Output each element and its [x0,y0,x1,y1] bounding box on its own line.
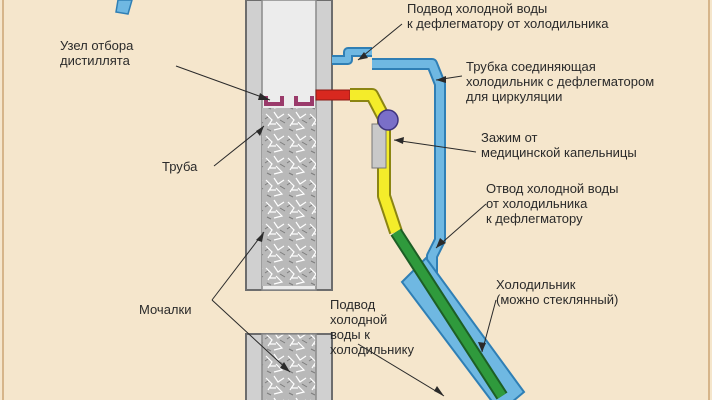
packing-upper [262,108,316,286]
label-pipe: Труба [162,159,198,174]
label-dropper-clamp: Зажим от медицинской капельницы [481,130,637,160]
left-frame-line [2,0,4,400]
clamp-wheel [377,109,399,131]
leader-lines [175,23,497,397]
clamp-body [371,123,387,169]
label-condenser: Холодильник (можно стеклянный) [496,277,619,307]
leader-arrowheads [256,52,486,396]
top-tube-fragment [115,0,133,15]
label-cold-water-to-dephlegmator: Подвод холодной воды к дефлегматору от х… [407,1,609,31]
column-pipe [245,0,333,291]
label-cold-water-inlet: Подвод холодной воды к холодильнику [330,297,414,357]
label-connecting-tube: Трубка соединяющая холодильник с дефлегм… [466,59,655,104]
packing-lower [261,333,317,400]
red-outlet-tube [315,89,351,101]
column-pipe-lower [245,333,333,400]
label-cold-water-outlet: Отвод холодной воды от холодильника к де… [486,181,619,226]
right-frame-line [708,0,710,400]
label-distillate-take-off: Узел отбора дистиллята [60,38,134,68]
label-scrubbers: Мочалки [139,302,192,317]
